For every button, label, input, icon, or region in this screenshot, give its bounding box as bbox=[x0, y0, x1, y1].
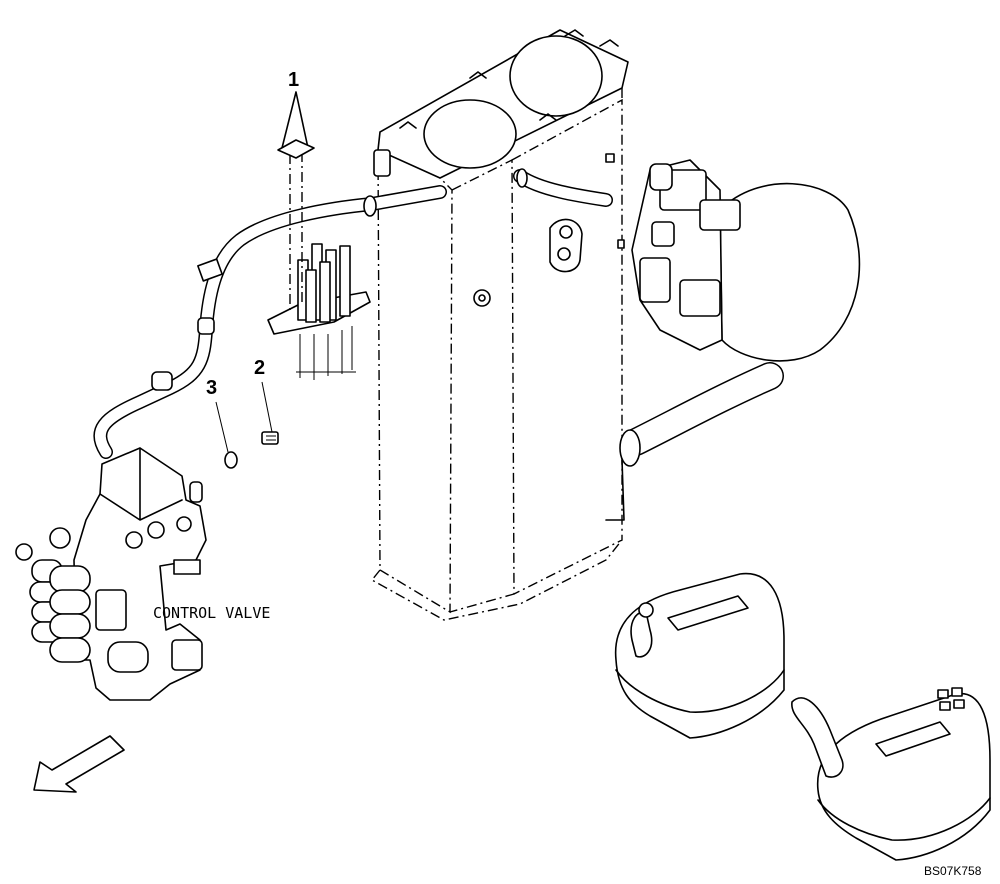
drawing-code: BS07K758 bbox=[924, 864, 982, 878]
pipe-block bbox=[267, 152, 371, 380]
joystick-console-left bbox=[614, 572, 785, 739]
callout-2: 2 bbox=[254, 357, 279, 445]
control-valve-label: CONTROL VALVE bbox=[153, 604, 270, 622]
pump-assembly bbox=[605, 159, 861, 521]
callout-1: 1 bbox=[277, 69, 315, 159]
callout-3-label: 3 bbox=[206, 377, 217, 399]
central-column bbox=[370, 29, 629, 621]
control-valve: CONTROL VALVE bbox=[15, 447, 270, 701]
direction-arrow-icon bbox=[33, 735, 125, 793]
callout-2-label: 2 bbox=[254, 357, 265, 379]
joystick-console-right bbox=[791, 687, 991, 861]
hose-line bbox=[93, 168, 613, 459]
callout-3: 3 bbox=[206, 377, 238, 469]
callout-1-label: 1 bbox=[288, 69, 299, 91]
